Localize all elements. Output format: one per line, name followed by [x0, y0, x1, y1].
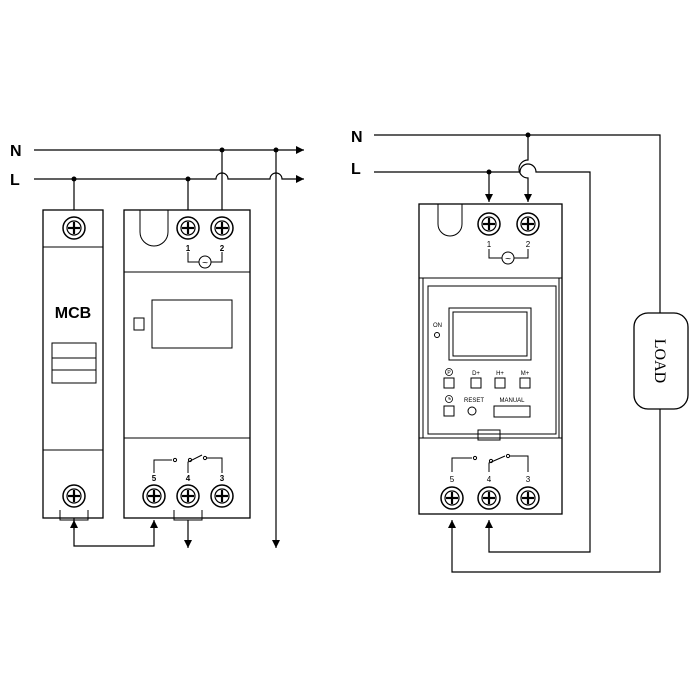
right-top-screw-1-icon — [476, 211, 502, 237]
left-bottom-screw-3-icon — [209, 483, 235, 509]
right-timer-latch — [477, 429, 501, 441]
hour-plus-button[interactable]: H+ — [494, 371, 506, 389]
mcb-lever — [51, 342, 97, 384]
svg-text:P: P — [447, 370, 451, 376]
right-live-wire — [374, 163, 591, 553]
right-bottom-screw-4-icon — [476, 485, 502, 511]
left-ac-source-icon — [198, 255, 212, 269]
left-bottom-terminal-4-label: 4 — [186, 474, 191, 483]
mcb-bottom-screw-icon — [61, 483, 87, 509]
right-bottom-terminal-4-label: 4 — [487, 475, 492, 484]
left-bottom-screw-4-icon — [175, 483, 201, 509]
right-timer-display — [448, 307, 532, 361]
left-live-label: L — [10, 172, 20, 189]
left-top-terminal-2-label: 2 — [220, 244, 225, 253]
right-neutral-label: N — [351, 129, 363, 146]
left-bottom-terminal-5-label: 5 — [152, 474, 157, 483]
svg-text:~: ~ — [202, 258, 208, 269]
left-neutral-label: N — [10, 143, 22, 160]
right-neutral-wire — [374, 134, 661, 573]
svg-text:RESET: RESET — [464, 398, 484, 404]
right-top-screw-2-icon — [515, 211, 541, 237]
right-timer-switch: 1 2 ~ ON P D+ H+ M+ — [418, 203, 563, 515]
clock-button[interactable] — [443, 395, 455, 417]
right-top-terminal-1-label: 1 — [487, 240, 492, 249]
load-box: LOAD — [633, 312, 689, 410]
program-button[interactable]: P — [443, 368, 455, 389]
left-bottom-terminal-3-label: 3 — [220, 474, 225, 483]
on-label: ON — [433, 323, 442, 329]
right-top-terminal-2-label: 2 — [526, 240, 531, 249]
left-timer-display — [151, 299, 233, 349]
reset-button[interactable]: RESET — [464, 398, 484, 416]
manual-button[interactable]: MANUAL — [493, 398, 531, 418]
load-label: LOAD — [651, 339, 668, 383]
right-diagram: N L LOAD 1 2 ~ — [351, 129, 689, 573]
svg-text:H+: H+ — [496, 371, 504, 377]
left-timer-switch: 1 2 ~ 5 4 3 — [123, 209, 251, 521]
minute-plus-button[interactable]: M+ — [519, 371, 531, 389]
right-bottom-screw-3-icon — [515, 485, 541, 511]
right-bottom-terminal-5-label: 5 — [450, 475, 455, 484]
left-timer-indicator — [133, 317, 145, 331]
left-top-screw-1-icon — [175, 215, 201, 241]
mcb-breaker: MCB — [42, 209, 104, 521]
day-plus-button[interactable]: D+ — [470, 371, 482, 389]
svg-text:MANUAL: MANUAL — [499, 398, 525, 404]
on-indicator-led — [434, 332, 440, 338]
right-live-label: L — [351, 161, 361, 178]
mcb-top-screw-icon — [61, 215, 87, 241]
left-live-wire — [34, 172, 304, 183]
left-wire-mcb-to-t5 — [73, 518, 158, 547]
left-top-terminal-1-label: 1 — [186, 244, 191, 253]
mcb-label: MCB — [55, 305, 91, 322]
right-wire-n-to-t2 — [518, 135, 532, 202]
svg-text:~: ~ — [505, 254, 511, 265]
svg-text:M+: M+ — [521, 371, 530, 377]
right-bottom-terminal-3-label: 3 — [526, 475, 531, 484]
clock-icon — [445, 395, 453, 403]
left-bottom-screw-5-icon — [141, 483, 167, 509]
right-ac-source-icon — [501, 251, 515, 265]
right-bottom-screw-5-icon — [439, 485, 465, 511]
left-diagram: N L MCB — [10, 143, 304, 548]
svg-text:D+: D+ — [472, 371, 480, 377]
left-top-screw-2-icon — [209, 215, 235, 241]
